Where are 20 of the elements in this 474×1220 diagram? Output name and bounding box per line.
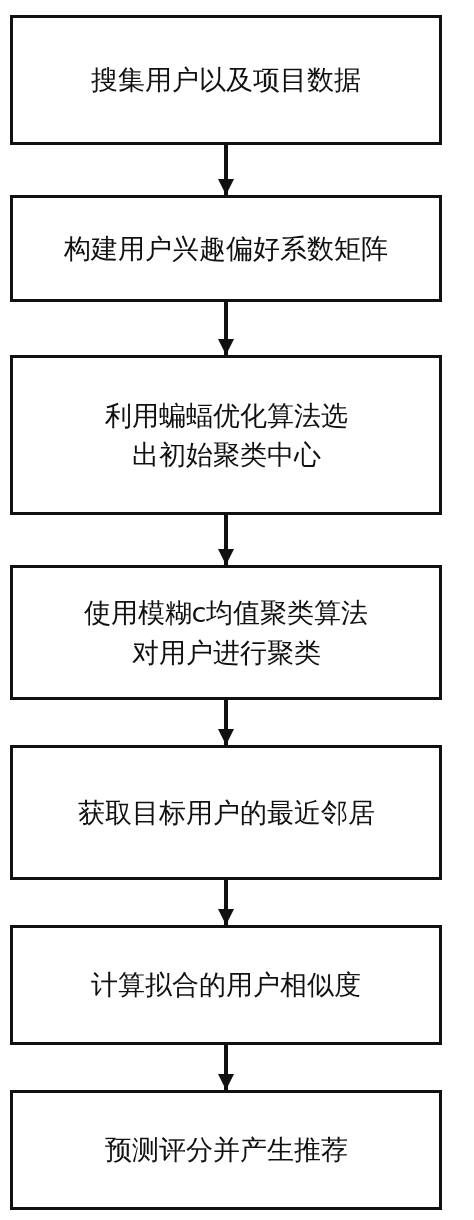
arrow bbox=[218, 515, 234, 565]
step-text: 计算拟合的用户相似度 bbox=[91, 968, 361, 1003]
arrow bbox=[218, 1045, 234, 1090]
step-text: 构建用户兴趣偏好系数矩阵 bbox=[64, 231, 388, 266]
step-text: 获取目标用户的最近邻居 bbox=[77, 795, 375, 830]
process-box bbox=[10, 745, 442, 880]
process-box bbox=[10, 195, 442, 302]
step-text: 利用蝙蝠优化算法选出初始聚类中心 bbox=[103, 398, 349, 472]
step-text: 搜集用户以及项目数据 bbox=[91, 63, 361, 98]
step-text: 使用模糊c均值聚类算法对用户进行聚类 bbox=[82, 596, 370, 670]
arrow bbox=[218, 700, 234, 745]
process-box bbox=[10, 925, 442, 1045]
arrow bbox=[218, 302, 234, 355]
arrow bbox=[218, 880, 234, 925]
process-box bbox=[10, 15, 442, 145]
process-box bbox=[10, 355, 442, 515]
process-box bbox=[10, 1090, 442, 1210]
arrow bbox=[218, 145, 234, 195]
process-box bbox=[10, 565, 442, 700]
step-text: 预测评分并产生推荐 bbox=[104, 1133, 348, 1168]
